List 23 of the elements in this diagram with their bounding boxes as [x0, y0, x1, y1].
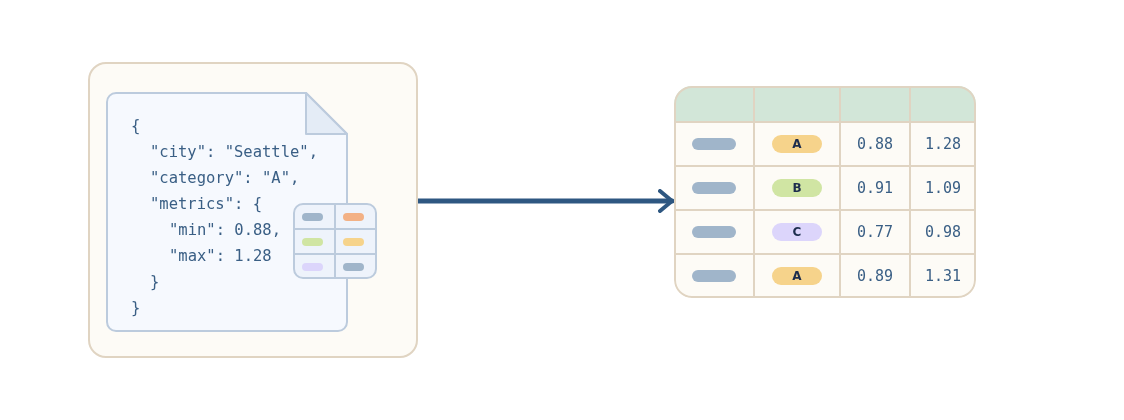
table-value: 0.77: [856, 222, 894, 242]
data-table: [674, 86, 976, 298]
table-value: 0.88: [856, 134, 894, 154]
code-line: {: [131, 116, 141, 137]
table-value: 1.09: [924, 178, 962, 198]
table-value: 0.98: [924, 222, 962, 242]
code-line: }: [150, 272, 160, 293]
arrow: [415, 189, 675, 213]
code-line: "city": "Seattle",: [150, 142, 318, 163]
source-panel: [88, 62, 418, 358]
code-line: "max": 1.28: [169, 246, 272, 267]
code-line: "category": "A",: [150, 168, 300, 189]
table-value: 0.91: [856, 178, 894, 198]
category-tag: A: [772, 267, 822, 285]
code-line: "metrics": {: [150, 194, 262, 215]
category-tag: B: [772, 179, 822, 197]
code-line: }: [131, 298, 141, 319]
table-value: 1.31: [924, 266, 962, 286]
category-tag: A: [772, 135, 822, 153]
table-value: 1.28: [924, 134, 962, 154]
table-value: 0.89: [856, 266, 894, 286]
code-line: "min": 0.88,: [169, 220, 281, 241]
category-tag: C: [772, 223, 822, 241]
